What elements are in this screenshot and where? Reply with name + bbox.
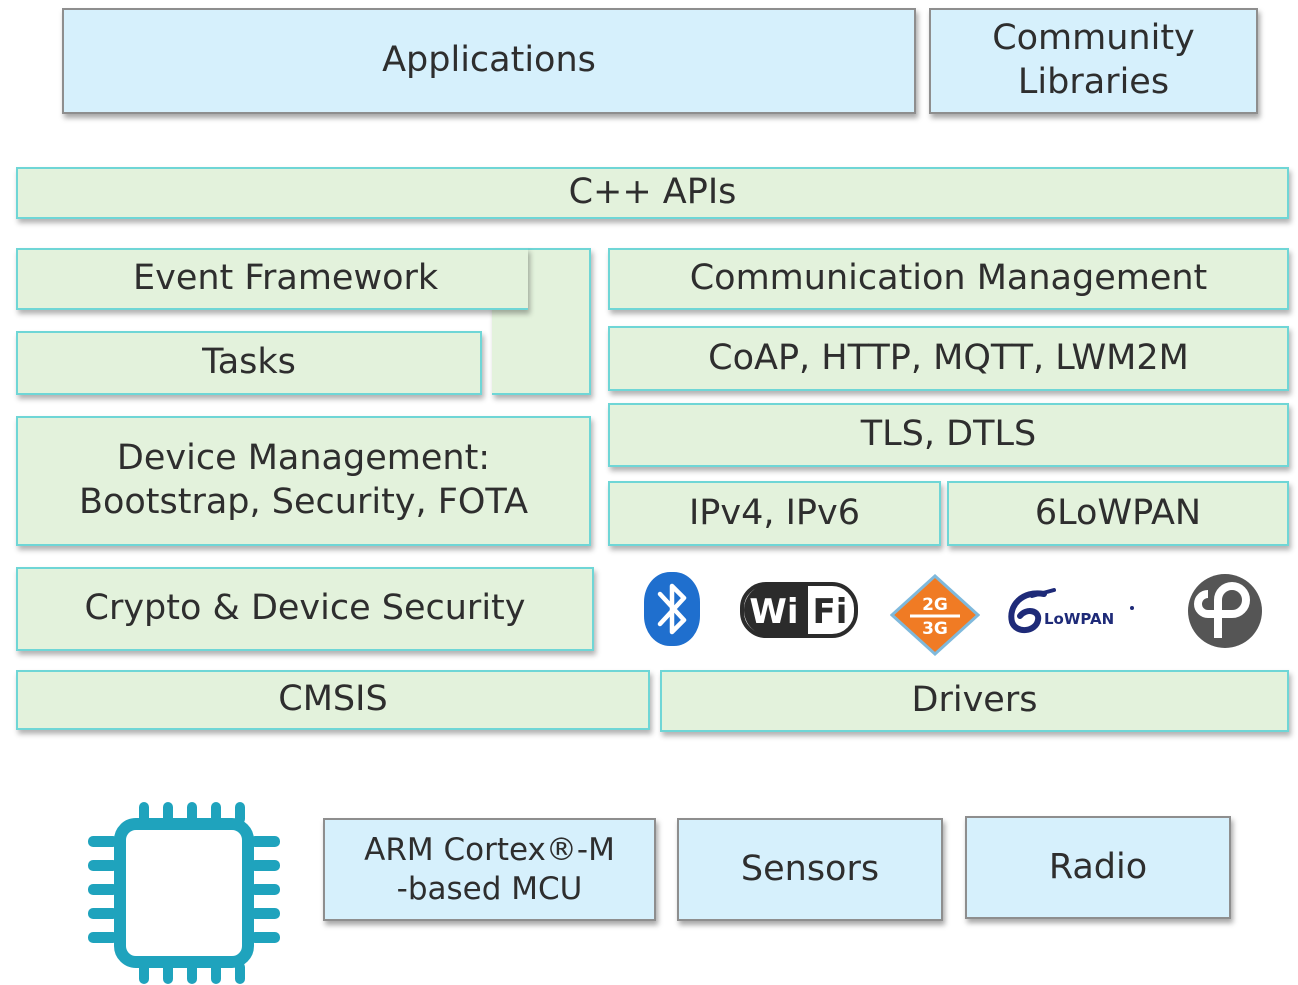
lowpan-logo-text: LoWPAN — [1044, 610, 1114, 628]
community-libraries-block: Community Libraries — [929, 8, 1258, 114]
communication-management-block: Communication Management — [608, 248, 1289, 310]
drivers-block: Drivers — [660, 670, 1289, 732]
tls-label: TLS, DTLS — [860, 414, 1037, 455]
cpp-apis-label: C++ APIs — [568, 172, 737, 213]
crypto-security-block: Crypto & Device Security — [16, 567, 594, 651]
device-management-block: Device Management: Bootstrap, Security, … — [16, 416, 591, 546]
wifi-fi-text: Fi — [813, 592, 848, 632]
event-framework-label: Event Framework — [133, 258, 439, 299]
cmsis-block: CMSIS — [16, 670, 650, 730]
sixlowpan-logo-icon: LoWPAN — [1008, 588, 1134, 633]
applications-block: Applications — [62, 8, 916, 114]
applications-label: Applications — [382, 40, 596, 81]
microcontroller-chip-icon — [88, 802, 280, 984]
community-libraries-label: Community Libraries — [992, 18, 1195, 102]
tasks-label: Tasks — [202, 342, 296, 383]
radio-block: Radio — [965, 816, 1231, 919]
tasks-block: Tasks — [16, 331, 482, 395]
tls-block: TLS, DTLS — [608, 403, 1289, 467]
cmsis-label: CMSIS — [278, 679, 388, 720]
device-management-label: Device Management: Bootstrap, Security, … — [78, 438, 529, 522]
ip-block: IPv4, IPv6 — [608, 481, 941, 546]
arm-cortex-mcu-block: ARM Cortex®-M -based MCU — [323, 818, 656, 921]
event-framework-block: Event Framework — [16, 248, 528, 310]
thread-icon — [1188, 574, 1262, 648]
sixlowpan-label: 6LoWPAN — [1034, 492, 1202, 533]
sensors-block: Sensors — [677, 818, 943, 921]
cellular-2g-text: 2G — [922, 595, 948, 615]
wifi-wi-text: Wi — [749, 592, 798, 632]
drivers-label: Drivers — [911, 680, 1038, 721]
sensors-label: Sensors — [740, 848, 880, 889]
protocols-block: CoAP, HTTP, MQTT, LWM2M — [608, 326, 1289, 391]
wifi-icon: Wi Fi — [740, 582, 858, 638]
cpp-apis-block: C++ APIs — [16, 167, 1289, 219]
communication-management-label: Communication Management — [689, 258, 1208, 299]
arm-cortex-mcu-label: ARM Cortex®-M -based MCU — [364, 831, 615, 907]
bluetooth-icon — [644, 572, 700, 646]
cellular-2g-3g-icon: 2G 3G — [890, 574, 980, 656]
crypto-security-label: Crypto & Device Security — [84, 588, 526, 629]
sixlowpan-block: 6LoWPAN — [947, 481, 1289, 546]
protocols-label: CoAP, HTTP, MQTT, LWM2M — [708, 337, 1189, 378]
ip-label: IPv4, IPv6 — [688, 492, 861, 533]
cellular-3g-text: 3G — [922, 619, 948, 639]
radio-label: Radio — [1048, 846, 1148, 887]
